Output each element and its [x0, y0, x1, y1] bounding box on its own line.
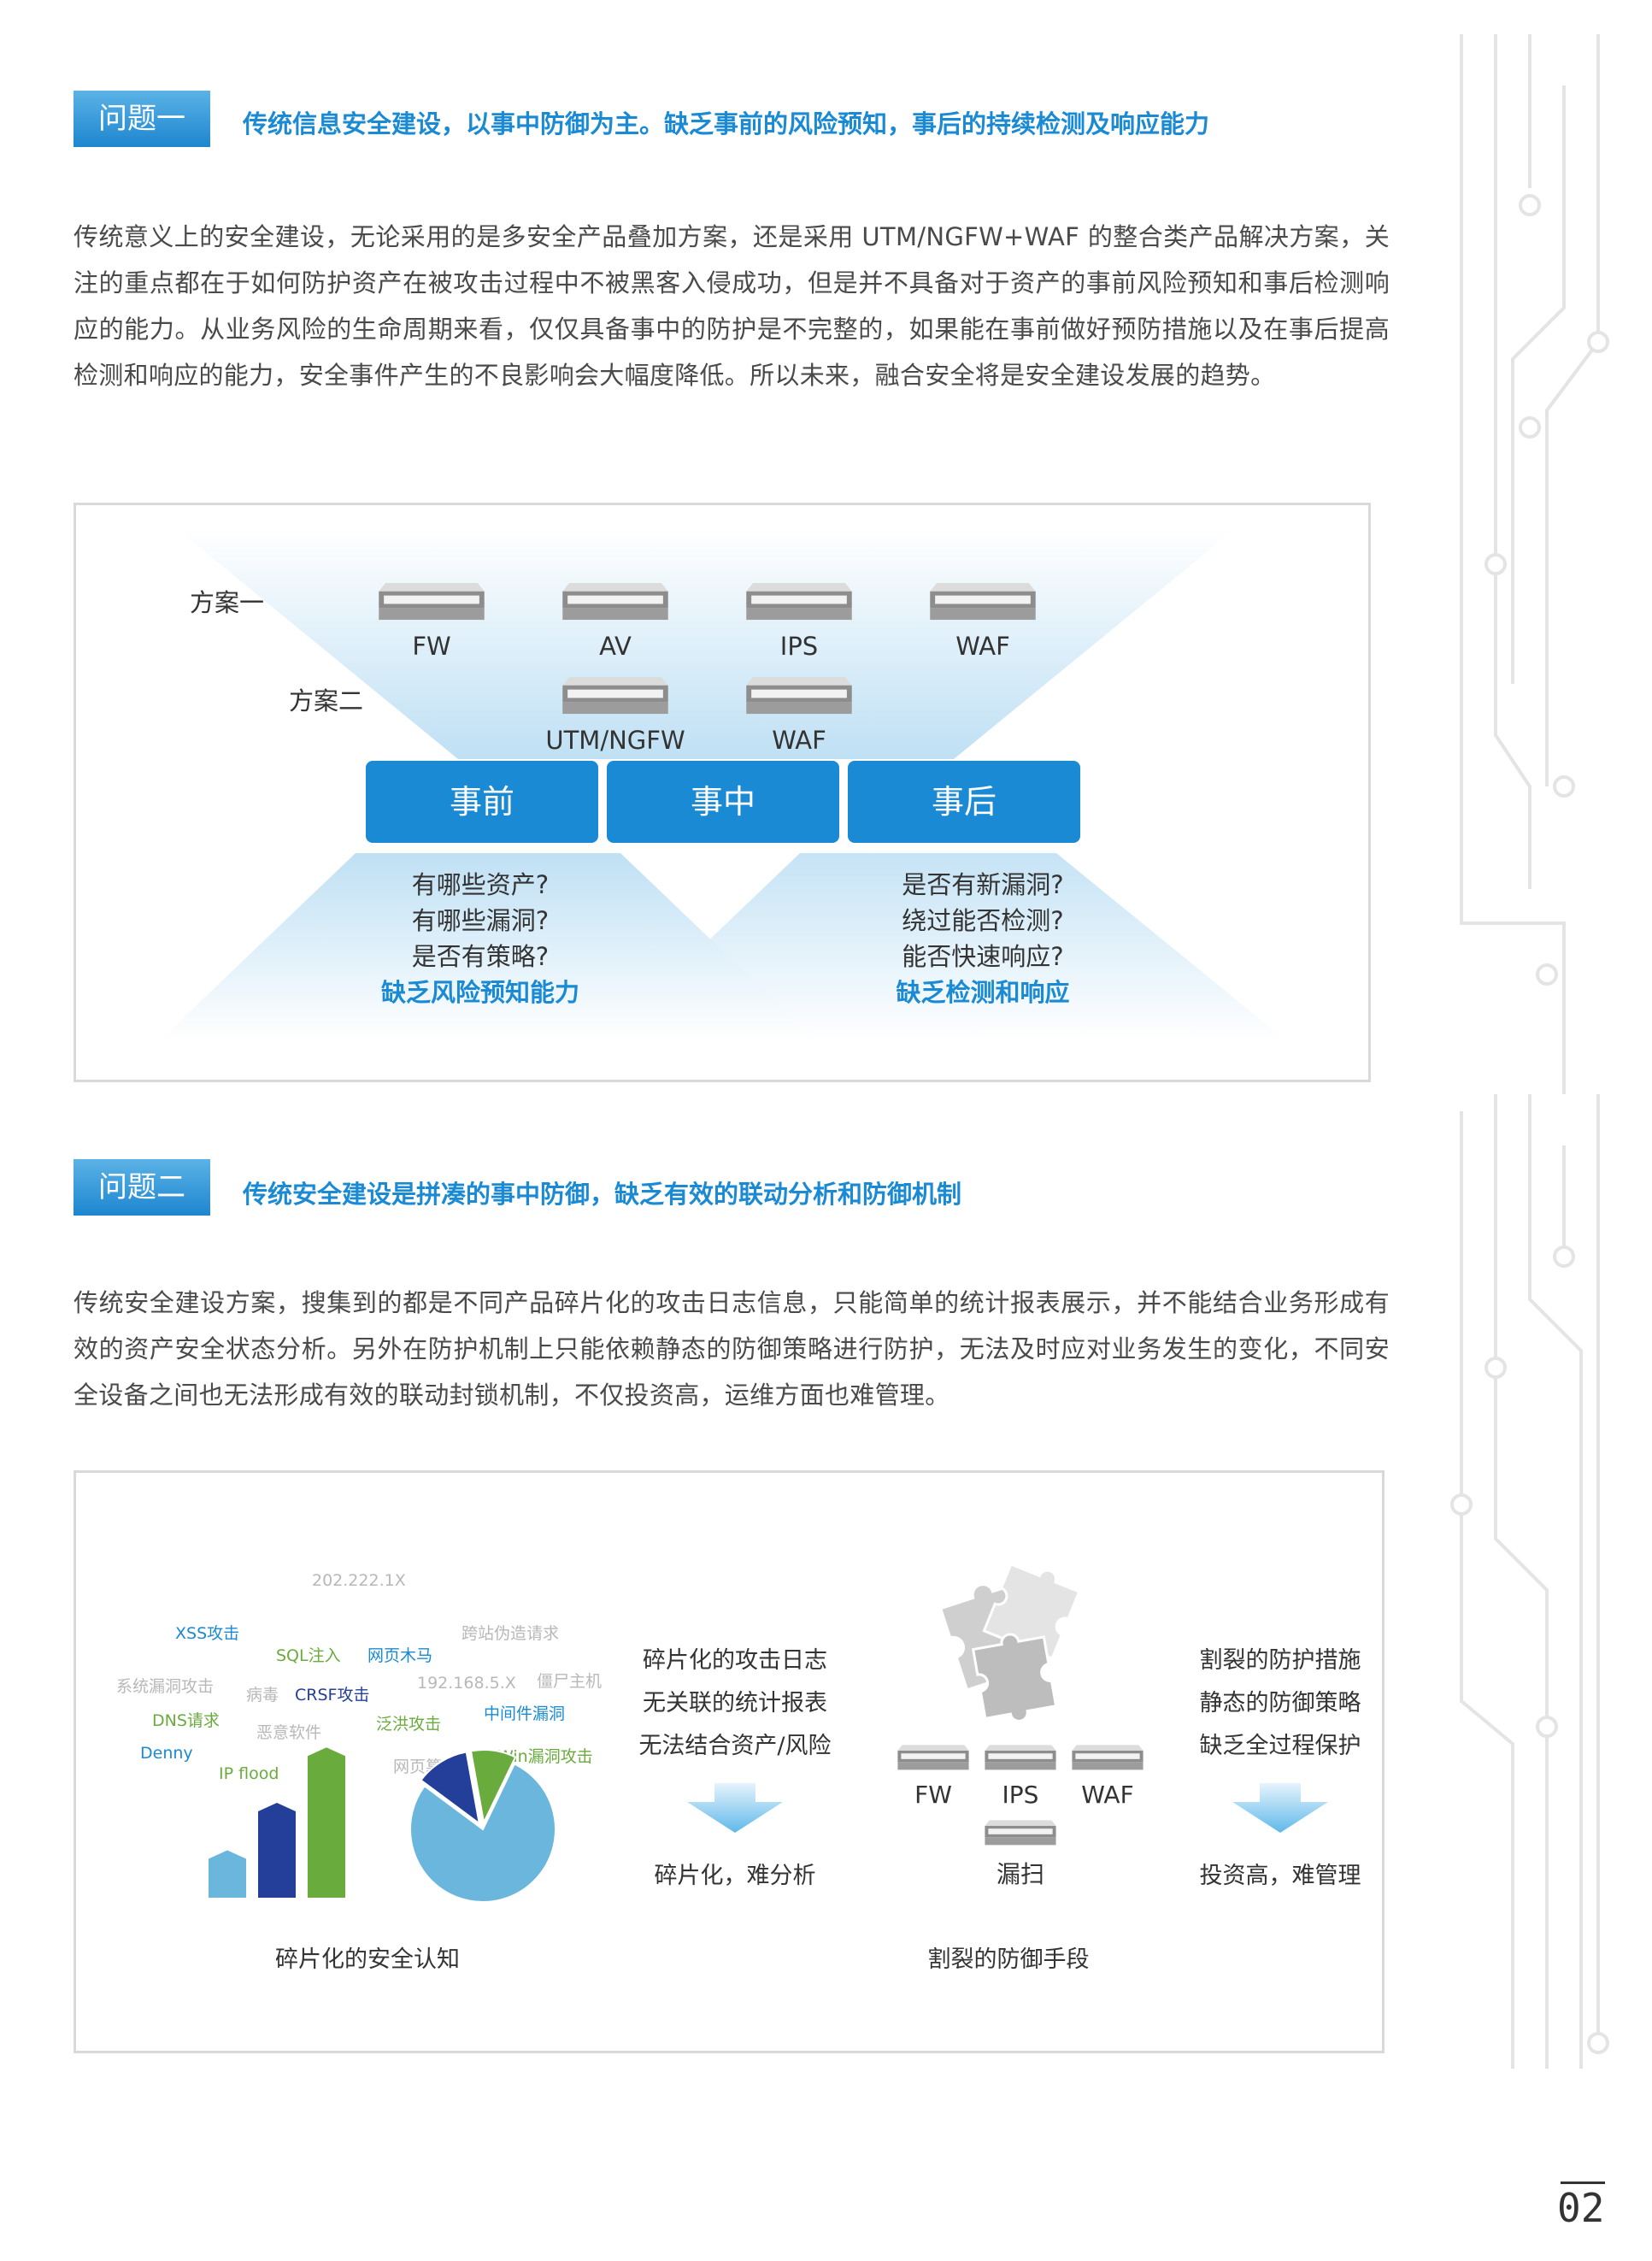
mid-result: 碎片化，难分析 [654, 1863, 816, 1889]
circuit-decoration [1450, 34, 1609, 2069]
problem2-label: 问题二 [73, 1159, 210, 1216]
server-icon [534, 675, 697, 721]
server-icon [718, 581, 880, 627]
problem1-title: 传统信息安全建设，以事中防御为主。缺乏事前的风险预知，事后的持续检测及响应能力 [243, 109, 1210, 138]
phase-during: 事中 [607, 761, 839, 843]
arrow-down-icon [687, 1783, 783, 1833]
scheme1-fw-device: FW [350, 581, 513, 661]
scheme1-label: 方案一 [190, 588, 265, 617]
mid-line-1: 碎片化的攻击日志 [643, 1647, 827, 1674]
pie-slice-3 [469, 1749, 517, 1826]
right-result: 投资高，难管理 [1199, 1863, 1361, 1889]
attack-tag: 泛洪攻击 [376, 1715, 442, 1734]
page-number: 02 [1557, 2185, 1605, 2231]
bar-3 [308, 1747, 345, 1898]
p2-ips-label: IPS [1002, 1781, 1039, 1809]
server-icon [957, 1819, 1084, 1851]
attack-tag: 病毒 [246, 1686, 279, 1705]
problem1-paragraph: 传统意义上的安全建设，无论采用的是多安全产品叠加方案，还是采用 UTM/NGFW… [73, 222, 1390, 390]
p2-ips-device: IPS [957, 1744, 1084, 1809]
scheme2-waf-label: WAF [772, 726, 826, 755]
attack-tag: 恶意软件 [256, 1723, 322, 1742]
attack-tag: IP flood [219, 1764, 279, 1783]
server-icon [350, 581, 513, 627]
scheme1-waf-device: WAF [902, 581, 1064, 661]
attack-tag: 系统漏洞攻击 [116, 1677, 215, 1696]
p2-waf-label: WAF [1081, 1781, 1134, 1809]
p2-scanner-device: 漏扫 [957, 1819, 1084, 1890]
p2-fw-device: FW [870, 1744, 996, 1809]
server-icon [957, 1744, 1084, 1775]
left-caption: 碎片化的安全认知 [275, 1946, 460, 1973]
scheme1-waf-label: WAF [955, 632, 1010, 661]
attack-tag: Denny [140, 1744, 193, 1763]
scheme2-utmngfw-device: UTM/NGFW [534, 675, 697, 755]
attack-tag: 192.168.5.X [417, 1674, 516, 1693]
attack-tag: 中间件漏洞 [484, 1705, 566, 1723]
fragment-charts [209, 1747, 556, 1903]
p2-fw-label: FW [914, 1781, 952, 1809]
scheme1-av-device: AV [534, 581, 697, 661]
scheme2-waf-device: WAF [718, 675, 880, 755]
problem2-diagram [73, 1470, 1385, 2053]
server-icon [534, 581, 697, 627]
attack-tag: Win漏洞攻击 [497, 1747, 593, 1766]
before-question-2: 有哪些漏洞? [411, 906, 550, 935]
attack-tag: DNS请求 [152, 1711, 220, 1730]
after-question-2: 绕过能否检测? [902, 906, 1064, 935]
arrow-down-icon [1232, 1783, 1328, 1833]
server-icon [870, 1744, 996, 1775]
scheme2-label: 方案二 [289, 686, 364, 715]
p2-waf-device: WAF [1044, 1744, 1171, 1809]
problem2-title: 传统安全建设是拼凑的事中防御，缺乏有效的联动分析和防御机制 [243, 1180, 962, 1209]
phase-before: 事前 [366, 761, 598, 843]
bar-2 [258, 1803, 296, 1898]
right-line-1: 割裂的防护措施 [1199, 1647, 1361, 1674]
after-conclusion: 缺乏检测和响应 [896, 978, 1070, 1007]
scheme1-av-label: AV [599, 632, 632, 661]
bar-1 [209, 1850, 246, 1898]
page-number-rule [1561, 2182, 1605, 2184]
before-question-3: 是否有策略? [411, 942, 550, 971]
phase-after: 事后 [848, 761, 1080, 843]
after-question-1: 是否有新漏洞? [902, 870, 1064, 899]
before-conclusion: 缺乏风险预知能力 [380, 978, 579, 1007]
after-question-3: 能否快速响应? [902, 942, 1064, 971]
attack-tag: 跨站伪造请求 [462, 1624, 560, 1643]
attack-tag: 202.222.1X [312, 1571, 406, 1590]
problem1-label: 问题一 [73, 91, 210, 147]
before-question-1: 有哪些资产? [411, 870, 550, 899]
attack-tag: 网页木马 [367, 1646, 433, 1665]
scheme1-ips-label: IPS [779, 632, 819, 661]
center-caption: 割裂的防御手段 [927, 1946, 1090, 1973]
attack-tag: XSS攻击 [175, 1624, 240, 1643]
p2-scanner-label: 漏扫 [996, 1860, 1044, 1888]
scheme2-utmngfw-label: UTM/NGFW [545, 726, 685, 755]
attack-tag: CRSF攻击 [295, 1686, 370, 1705]
attack-tag: SQL注入 [276, 1646, 341, 1665]
mid-line-2: 无关联的统计报表 [643, 1690, 827, 1716]
server-icon [718, 675, 880, 721]
attack-tag: 僵尸主机 [537, 1672, 603, 1691]
mid-line-3: 无法结合资产/风险 [638, 1733, 832, 1759]
pie-slice-1 [409, 1763, 556, 1903]
scheme1-ips-device: IPS [718, 581, 880, 661]
pie-slice-2 [420, 1751, 481, 1826]
server-icon [1044, 1744, 1171, 1775]
right-line-2: 静态的防御策略 [1199, 1690, 1361, 1716]
puzzle-icon [938, 1566, 1081, 1720]
problem2-paragraph: 传统安全建设方案，搜集到的都是不同产品碎片化的攻击日志信息，只能简单的统计报表展… [73, 1288, 1390, 1410]
right-line-3: 缺乏全过程保护 [1199, 1733, 1361, 1759]
server-icon [902, 581, 1064, 627]
scheme1-fw-label: FW [412, 632, 451, 661]
